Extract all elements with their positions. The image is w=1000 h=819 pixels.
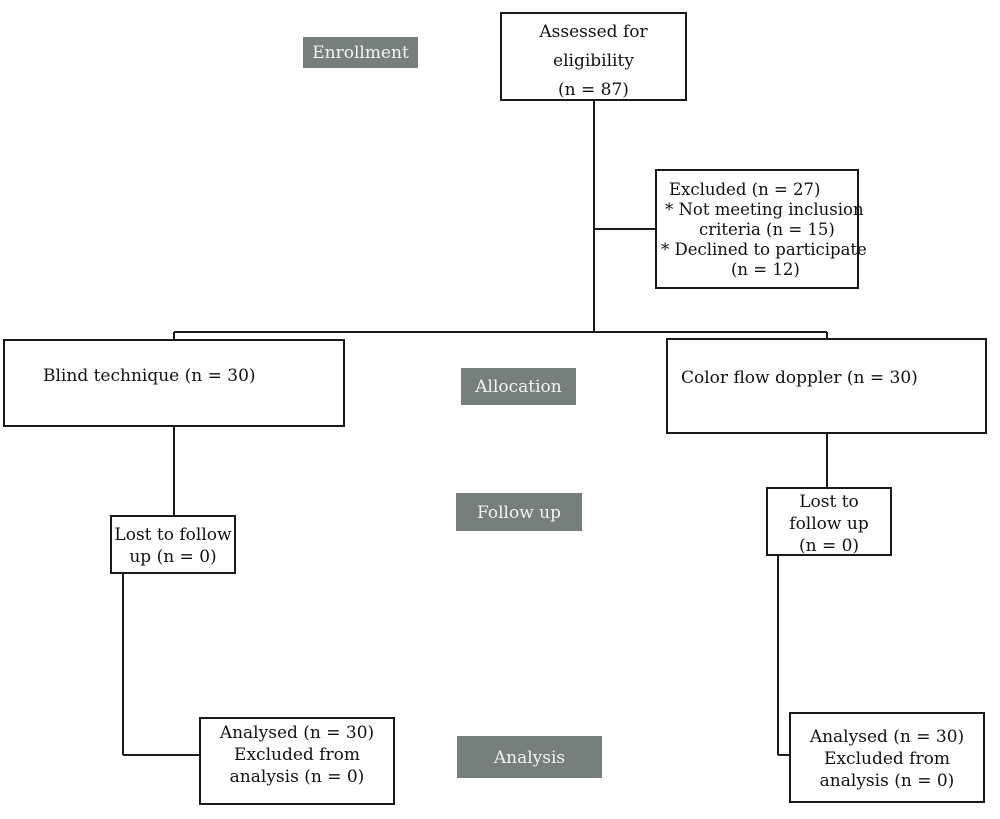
allocation-blind-box: Blind technique (n = 30) [3,339,345,427]
analysed-doppler-line-3: analysis (n = 0) [819,771,955,791]
analysed-doppler-box: Analysed (n = 30) Excluded from analysis… [789,712,985,803]
stage-label-follow-up: Follow up [456,493,582,531]
analysed-blind-line-3: analysis (n = 0) [229,767,365,787]
allocation-doppler-label: Color flow doppler (n = 30) [681,368,918,388]
lost-blind-line-1: Lost to follow [114,525,232,545]
analysed-doppler-line-1: Analysed (n = 30) [809,727,965,747]
stage-label-allocation: Allocation [461,368,576,405]
lost-doppler-line-1: Lost to [799,492,859,512]
excluded-line-1: Excluded (n = 27) [669,180,821,199]
lost-to-follow-up-blind-box: Lost to follow up (n = 0) [110,515,236,574]
allocation-blind-label: Blind technique (n = 30) [43,366,256,386]
assessed-line-1: Assessed for [539,22,648,42]
assessed-eligibility-box: Assessed for eligibility (n = 87) [500,12,687,101]
assessed-line-3: (n = 87) [558,80,629,100]
excluded-box: Excluded (n = 27) * Not meeting inclusio… [655,169,867,289]
assessed-line-2: eligibility [553,51,634,71]
analysed-blind-line-1: Analysed (n = 30) [219,723,375,743]
excluded-line-3: criteria (n = 15) [699,220,835,239]
analysed-blind-line-2: Excluded from [234,745,360,765]
stage-label-enrollment: Enrollment [303,37,418,68]
analysed-blind-box: Analysed (n = 30) Excluded from analysis… [199,717,395,805]
excluded-line-2: * Not meeting inclusion [665,200,864,219]
analysed-doppler-line-2: Excluded from [824,749,950,769]
excluded-line-5: (n = 12) [731,260,800,279]
allocation-doppler-box: Color flow doppler (n = 30) [666,338,987,434]
stage-label-analysis: Analysis [457,736,602,778]
lost-to-follow-up-doppler-box: Lost to follow up (n = 0) [766,487,892,556]
lost-doppler-line-3: (n = 0) [798,536,860,556]
excluded-line-4: * Declined to participate [661,240,867,259]
lost-blind-line-2: up (n = 0) [129,547,217,567]
lost-doppler-line-2: follow up [789,514,869,534]
